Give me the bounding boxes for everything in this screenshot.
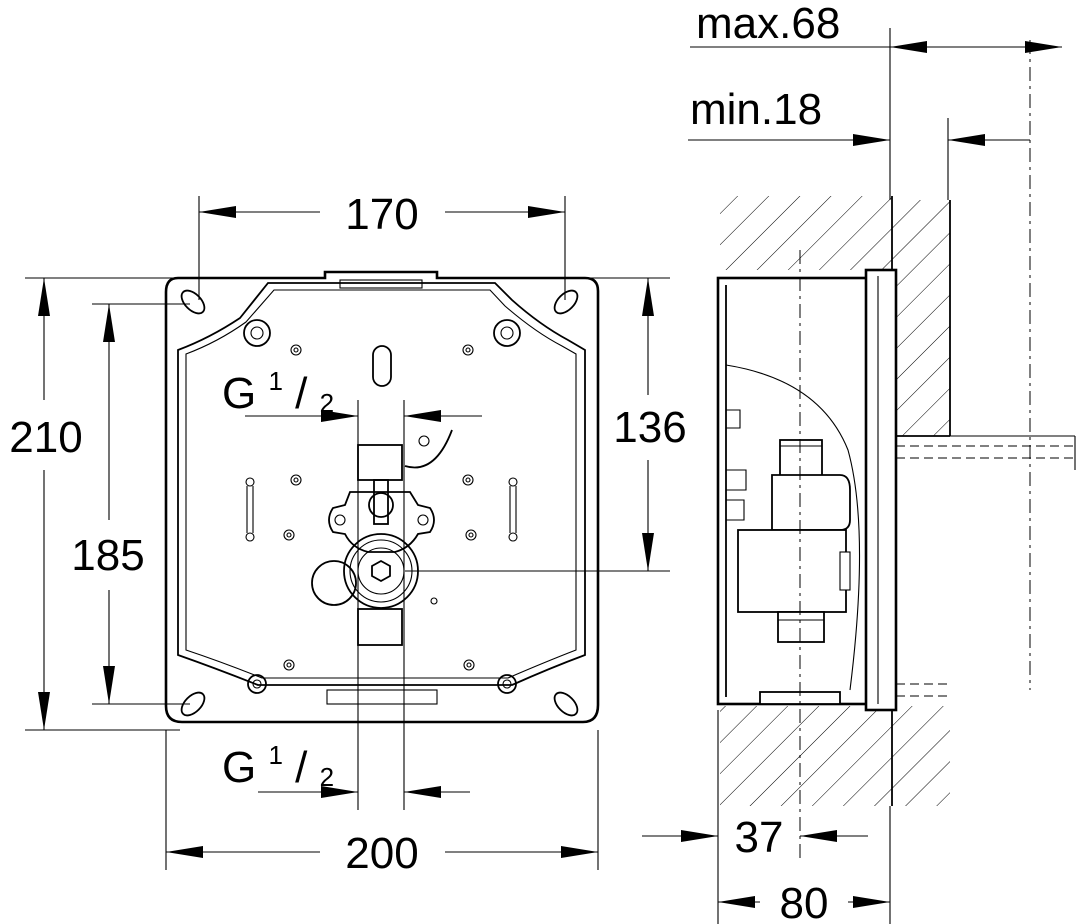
dim-210-label: 210 (9, 413, 82, 462)
dim-min18: min.18 (688, 85, 1030, 200)
side-valve (737, 439, 851, 643)
svg-text:G 1 / 2: G 1 / 2 (222, 351, 334, 418)
thread-top-prefix: G (222, 369, 256, 418)
corner-slot-top-left (180, 289, 206, 315)
center-arc (404, 429, 453, 469)
side-front-plate (864, 268, 898, 712)
front-housing-inner (177, 282, 586, 686)
corner-slot-bottom-left (180, 691, 206, 717)
dim-80-label: 80 (780, 879, 829, 924)
dim-185: 185 (71, 303, 190, 705)
thread-top-numerator: 1 (268, 366, 282, 396)
thread-top-denominator: 2 (320, 388, 334, 418)
dim-min18-label: min.18 (690, 85, 822, 134)
dim-max68: max.68 (690, 0, 1062, 200)
screw-boss-bottom-right (497, 674, 517, 694)
top-slot (372, 345, 392, 387)
screw-boss-top-left (243, 319, 271, 347)
wall-hatch-left-bottom (720, 706, 892, 806)
front-housing-inner-2 (185, 289, 577, 679)
thread-label-top: G 1 / 2 (222, 351, 441, 422)
side-slot-right (508, 477, 518, 542)
thread-label-bottom: G 1 / 2 (222, 725, 470, 798)
corner-slot-bottom-right (553, 691, 579, 717)
thread-top-slash: / (295, 369, 308, 418)
center-small-hole (418, 435, 430, 447)
side-pipe-stubs (896, 435, 1076, 697)
wall-hatch-left (720, 196, 892, 270)
svg-text:G 1 / 2: G 1 / 2 (222, 725, 334, 792)
thread-bottom-slash: / (295, 743, 308, 792)
dim-max68-label: max.68 (696, 0, 840, 48)
front-view (164, 270, 600, 724)
thread-bottom-denominator: 2 (320, 762, 334, 792)
top-tab (339, 279, 423, 289)
dim-80: 80 (718, 806, 891, 924)
thread-bottom-numerator: 1 (268, 740, 282, 770)
dim-200: 200 (165, 730, 599, 878)
dim-136: 136 (590, 277, 687, 571)
side-view (716, 40, 1076, 860)
valve-body (328, 444, 435, 553)
side-slot-left (245, 477, 255, 542)
screw-boss-bottom-left (247, 674, 267, 694)
side-inner-curve (725, 364, 861, 691)
wall-hatch-right-top (892, 200, 950, 436)
dim-185-label: 185 (71, 531, 144, 580)
small-holes (283, 344, 477, 671)
dim-136-label: 136 (613, 403, 686, 452)
side-clips (726, 409, 747, 521)
dim-170: 170 (198, 190, 566, 300)
dim-170-label: 170 (345, 190, 418, 239)
thread-bottom-prefix: G (222, 743, 256, 792)
wall-hatch-right-bottom (892, 706, 950, 806)
front-frame-outer (164, 270, 600, 724)
front-centerlines (245, 400, 670, 810)
bottom-tab (326, 689, 438, 705)
corner-slot-top-right (553, 289, 579, 315)
dim-37: 37 (642, 710, 868, 924)
screw-boss-top-right (493, 319, 521, 347)
dim-37-label: 37 (735, 813, 784, 862)
dim-200-label: 200 (345, 829, 418, 878)
dim-210: 210 (9, 277, 180, 731)
